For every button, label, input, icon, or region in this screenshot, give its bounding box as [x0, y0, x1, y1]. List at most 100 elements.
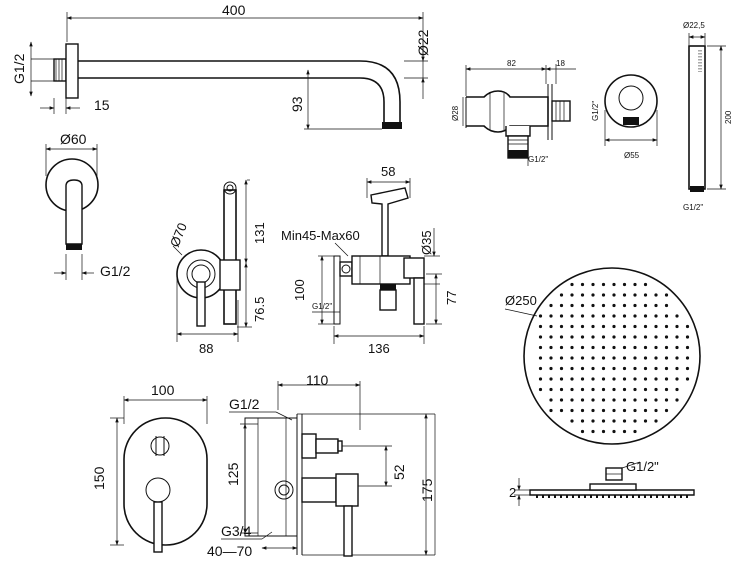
nozzle-dot [591, 398, 595, 402]
nozzle-dot [643, 314, 648, 318]
nozzle-dot [675, 314, 679, 318]
nozzle-dot [549, 356, 553, 360]
head-shower-drawing: Ø250 G1/2" 2 [504, 267, 701, 506]
nozzle-dot [612, 303, 616, 308]
nozzle-dot [675, 345, 679, 350]
nozzle-dot [685, 335, 690, 339]
nozzle-dot [612, 282, 616, 287]
nozzle-dot [538, 377, 543, 381]
nozzle-dot [538, 356, 543, 360]
nozzle-dot [633, 293, 637, 297]
nozzle-dot [580, 345, 585, 350]
nozzle-dot [654, 335, 658, 339]
bidet-holder-drawing: 131 76.5 Ø70 88 [167, 179, 267, 356]
nozzle-dot [654, 314, 658, 318]
nozzle-dot [570, 408, 574, 413]
nozzle-dot [675, 377, 679, 381]
nozzle-dot [675, 387, 679, 392]
nozzle-dot [570, 398, 574, 402]
nozzle-dot [601, 366, 606, 371]
nozzle-dot [612, 429, 616, 434]
nozzle-dot [633, 377, 637, 381]
nozzle-grid [538, 282, 690, 434]
nozzle-dot [643, 303, 648, 308]
nozzle-dot [591, 356, 595, 360]
nozzle-dot [654, 293, 658, 297]
plate-width-label: 100 [151, 382, 175, 398]
hand-shower-drawing: Ø22,5 200 G1/2" [683, 21, 733, 212]
nozzle-dot [685, 345, 690, 350]
nozzle-dot [570, 387, 574, 392]
arm-diameter-label: Ø22 [415, 29, 431, 56]
nozzle-dot [633, 419, 637, 423]
side-nozzle [668, 495, 670, 498]
nozzle-dot [664, 293, 669, 297]
nozzle-dot [559, 303, 564, 308]
nozzle-dot [664, 398, 669, 402]
mixer-body-drawing: 110 G1/2 52 125 175 G3/4 40 [207, 372, 436, 559]
valve-spray-diameter-label: Ø35 [419, 230, 434, 255]
nozzle-dot [580, 377, 585, 381]
side-nozzle [608, 495, 610, 498]
nozzle-dot [580, 366, 585, 371]
nozzle-dot [580, 356, 585, 360]
nozzle-dot [633, 429, 637, 434]
nozzle-dot [570, 293, 574, 297]
nozzle-dot [538, 345, 543, 350]
nozzle-dot [559, 398, 564, 402]
nozzle-dot [591, 335, 595, 339]
body-depth-label: 110 [306, 372, 329, 388]
nozzle-dot [643, 356, 648, 360]
nozzle-dot [570, 303, 574, 308]
elbow-depth-label: 18 [556, 59, 565, 68]
mixer-plate-drawing: 100 150 [91, 382, 208, 553]
nozzle-dot [622, 366, 627, 371]
nozzle-dot [633, 324, 637, 329]
nozzle-dot [654, 324, 658, 329]
nozzle-dot [570, 419, 574, 423]
valve-spray-length-label: 58 [381, 164, 395, 179]
nozzle-dot [570, 324, 574, 329]
nozzle-dot [591, 324, 595, 329]
nozzle-dot [559, 356, 564, 360]
nozzle-dot [591, 408, 595, 413]
nozzle-dot [591, 293, 595, 297]
nozzle-dot [654, 419, 658, 423]
nozzle-dot [591, 419, 595, 423]
nozzle-dot [643, 419, 648, 423]
nozzle-dot [559, 377, 564, 381]
nozzle-dot [654, 398, 658, 402]
head-diameter-label: Ø250 [505, 293, 537, 308]
nozzle-dot [601, 282, 606, 287]
nozzle-dot [622, 398, 627, 402]
side-nozzle [536, 495, 538, 498]
nozzle-dot [675, 335, 679, 339]
nozzle-dot [664, 324, 669, 329]
nozzle-dot [633, 282, 637, 287]
nozzle-dot [559, 324, 564, 329]
side-nozzle [554, 495, 556, 498]
nozzle-dot [654, 377, 658, 381]
nozzle-dot [580, 335, 585, 339]
body-spindle-label: 52 [391, 464, 407, 480]
side-nozzle [560, 495, 562, 498]
flange-diameter-label: Ø60 [60, 131, 87, 147]
nozzle-dot [612, 314, 616, 318]
nozzle-dot [549, 377, 553, 381]
side-nozzle [542, 495, 544, 498]
nozzle-dot [601, 293, 606, 297]
plate-height-label: 150 [91, 466, 107, 490]
nozzle-dot [612, 398, 616, 402]
nozzle-dot [643, 408, 648, 413]
side-nozzle [626, 495, 628, 498]
nozzle-dot [622, 345, 627, 350]
nozzle-dot [570, 314, 574, 318]
holder-height-label: 131 [252, 222, 267, 244]
nozzle-dot [601, 429, 606, 434]
valve-height-right-label: 77 [444, 291, 459, 305]
nozzle-row-side [536, 495, 688, 498]
nozzle-dot [538, 335, 543, 339]
nozzle-dot [570, 335, 574, 339]
body-thread-top-label: G1/2 [229, 396, 260, 412]
